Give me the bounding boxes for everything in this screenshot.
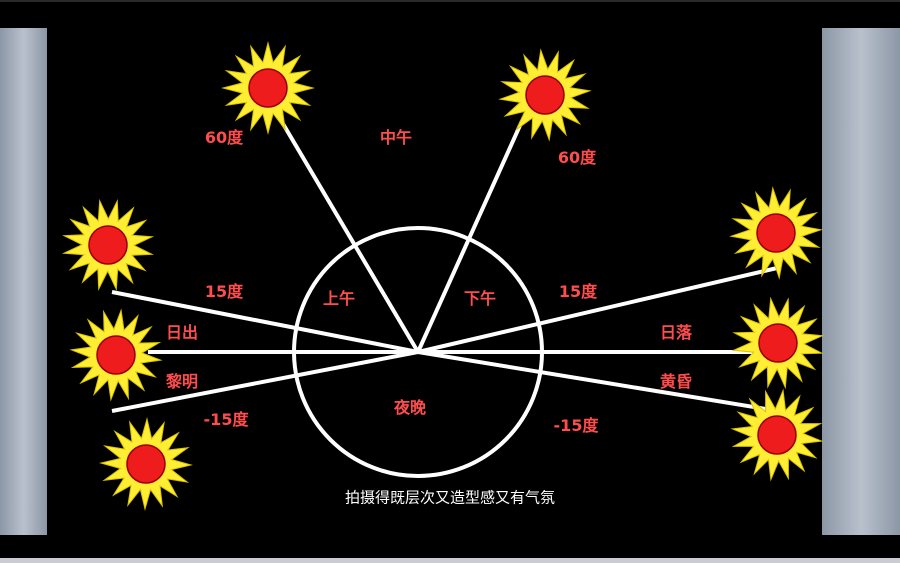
sun-minus15-right-icon (730, 388, 824, 482)
right-side-panel (822, 28, 900, 535)
label-night: 夜晚 (393, 398, 427, 417)
sun-ray-lines (111, 88, 778, 413)
top-border (0, 0, 900, 2)
label-15-left: 15度 (204, 282, 244, 301)
label-sunset: 日落 (659, 323, 693, 342)
label-morning: 上午 (322, 289, 356, 308)
suns (61, 41, 825, 511)
label-15-right: 15度 (558, 282, 598, 301)
sun-15-left-icon (61, 198, 155, 292)
label-dusk: 黄昏 (659, 372, 693, 391)
label-minus15-right: -15度 (553, 416, 599, 435)
line-15-left (111, 290, 419, 354)
sun-60-right-icon (498, 48, 592, 142)
label-afternoon: 下午 (463, 289, 497, 308)
label-noon: 中午 (379, 128, 413, 147)
line-minus15-left (111, 350, 419, 413)
sun-horizon-left-icon (69, 308, 163, 402)
sun-60-left-icon (221, 41, 315, 135)
line-60-right (416, 120, 524, 353)
label-60-right: 60度 (557, 148, 597, 167)
line-15-right (417, 266, 778, 354)
label-dawn: 黎明 (165, 372, 199, 391)
line-minus15-right (417, 350, 773, 412)
left-side-panel (0, 28, 47, 535)
sun-horizon-right-icon (731, 296, 825, 390)
label-60-left: 60度 (204, 128, 244, 147)
caption: 拍摄得既层次又造型感又有气氛 (344, 488, 556, 507)
label-minus15-left: -15度 (203, 410, 249, 429)
bottom-border (0, 558, 900, 563)
label-sunrise: 日出 (165, 323, 199, 342)
sun-15-right-icon (729, 186, 823, 280)
line-60-left (261, 88, 420, 354)
sun-minus15-left-icon (99, 417, 193, 511)
